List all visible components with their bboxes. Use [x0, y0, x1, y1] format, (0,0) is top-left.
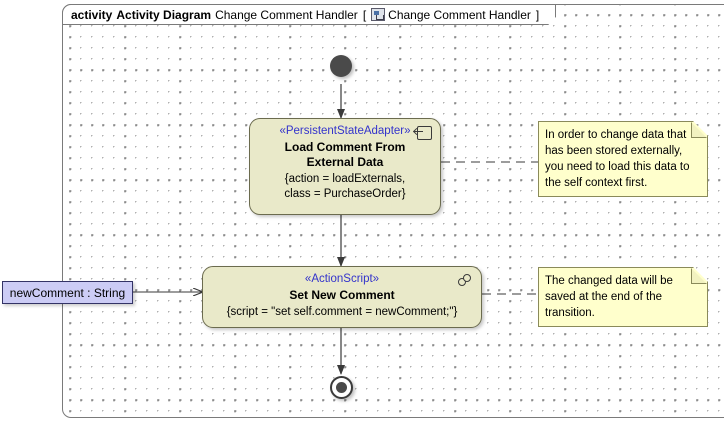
- adapter-icon: [414, 126, 432, 140]
- node-title: Set New Comment: [289, 288, 395, 302]
- note-line-2: saved at the end of the: [545, 291, 663, 303]
- note-set-comment[interactable]: The changed data will be saved at the en…: [538, 267, 708, 327]
- initial-node[interactable]: [330, 55, 352, 77]
- activity-parameter-node[interactable]: newComment : String: [2, 281, 133, 304]
- node-title-line2: External Data: [306, 155, 384, 169]
- note-line-4: the self context first.: [545, 177, 648, 189]
- node-body-line1: {action = loadExternals,: [284, 173, 406, 185]
- note-line-1: In order to change data that: [545, 129, 687, 141]
- note-line-2: has been stored externally,: [545, 145, 683, 157]
- note-line-3: transition.: [545, 307, 595, 319]
- stereotype-label: «PersistentStateAdapter»: [279, 125, 411, 137]
- script-icon: [458, 274, 473, 288]
- activity-class-icon: [371, 8, 385, 21]
- frame-bracket-close: ]: [535, 7, 540, 22]
- frame-qualified-name: Change Comment Handler: [388, 7, 531, 22]
- node-title-line1: Load Comment From: [284, 140, 406, 154]
- stereotype-label: «ActionScript»: [304, 273, 380, 285]
- note-line-3: you need to load this data to: [545, 161, 690, 173]
- frame-bracket-open: [: [362, 7, 367, 22]
- note-line-1: The changed data will be: [545, 275, 673, 287]
- action-node-set-comment[interactable]: «ActionScript» Set New Comment {script =…: [202, 266, 482, 328]
- frame-keyword: activity: [71, 7, 113, 22]
- action-node-load-comment[interactable]: «PersistentStateAdapter» Load Comment Fr…: [249, 118, 441, 215]
- node-body-line2: class = PurchaseOrder}: [284, 188, 406, 200]
- activity-final-node[interactable]: [330, 376, 353, 399]
- frame-diagram-name: Change Comment Handler: [215, 7, 358, 22]
- parameter-label: newComment : String: [9, 285, 126, 300]
- note-load-comment[interactable]: In order to change data that has been st…: [538, 121, 708, 197]
- node-body: {script = "set self.comment = newComment…: [226, 306, 458, 318]
- diagram-frame-header: activity Activity Diagram Change Comment…: [62, 4, 556, 25]
- frame-type-label: Activity Diagram: [116, 7, 212, 22]
